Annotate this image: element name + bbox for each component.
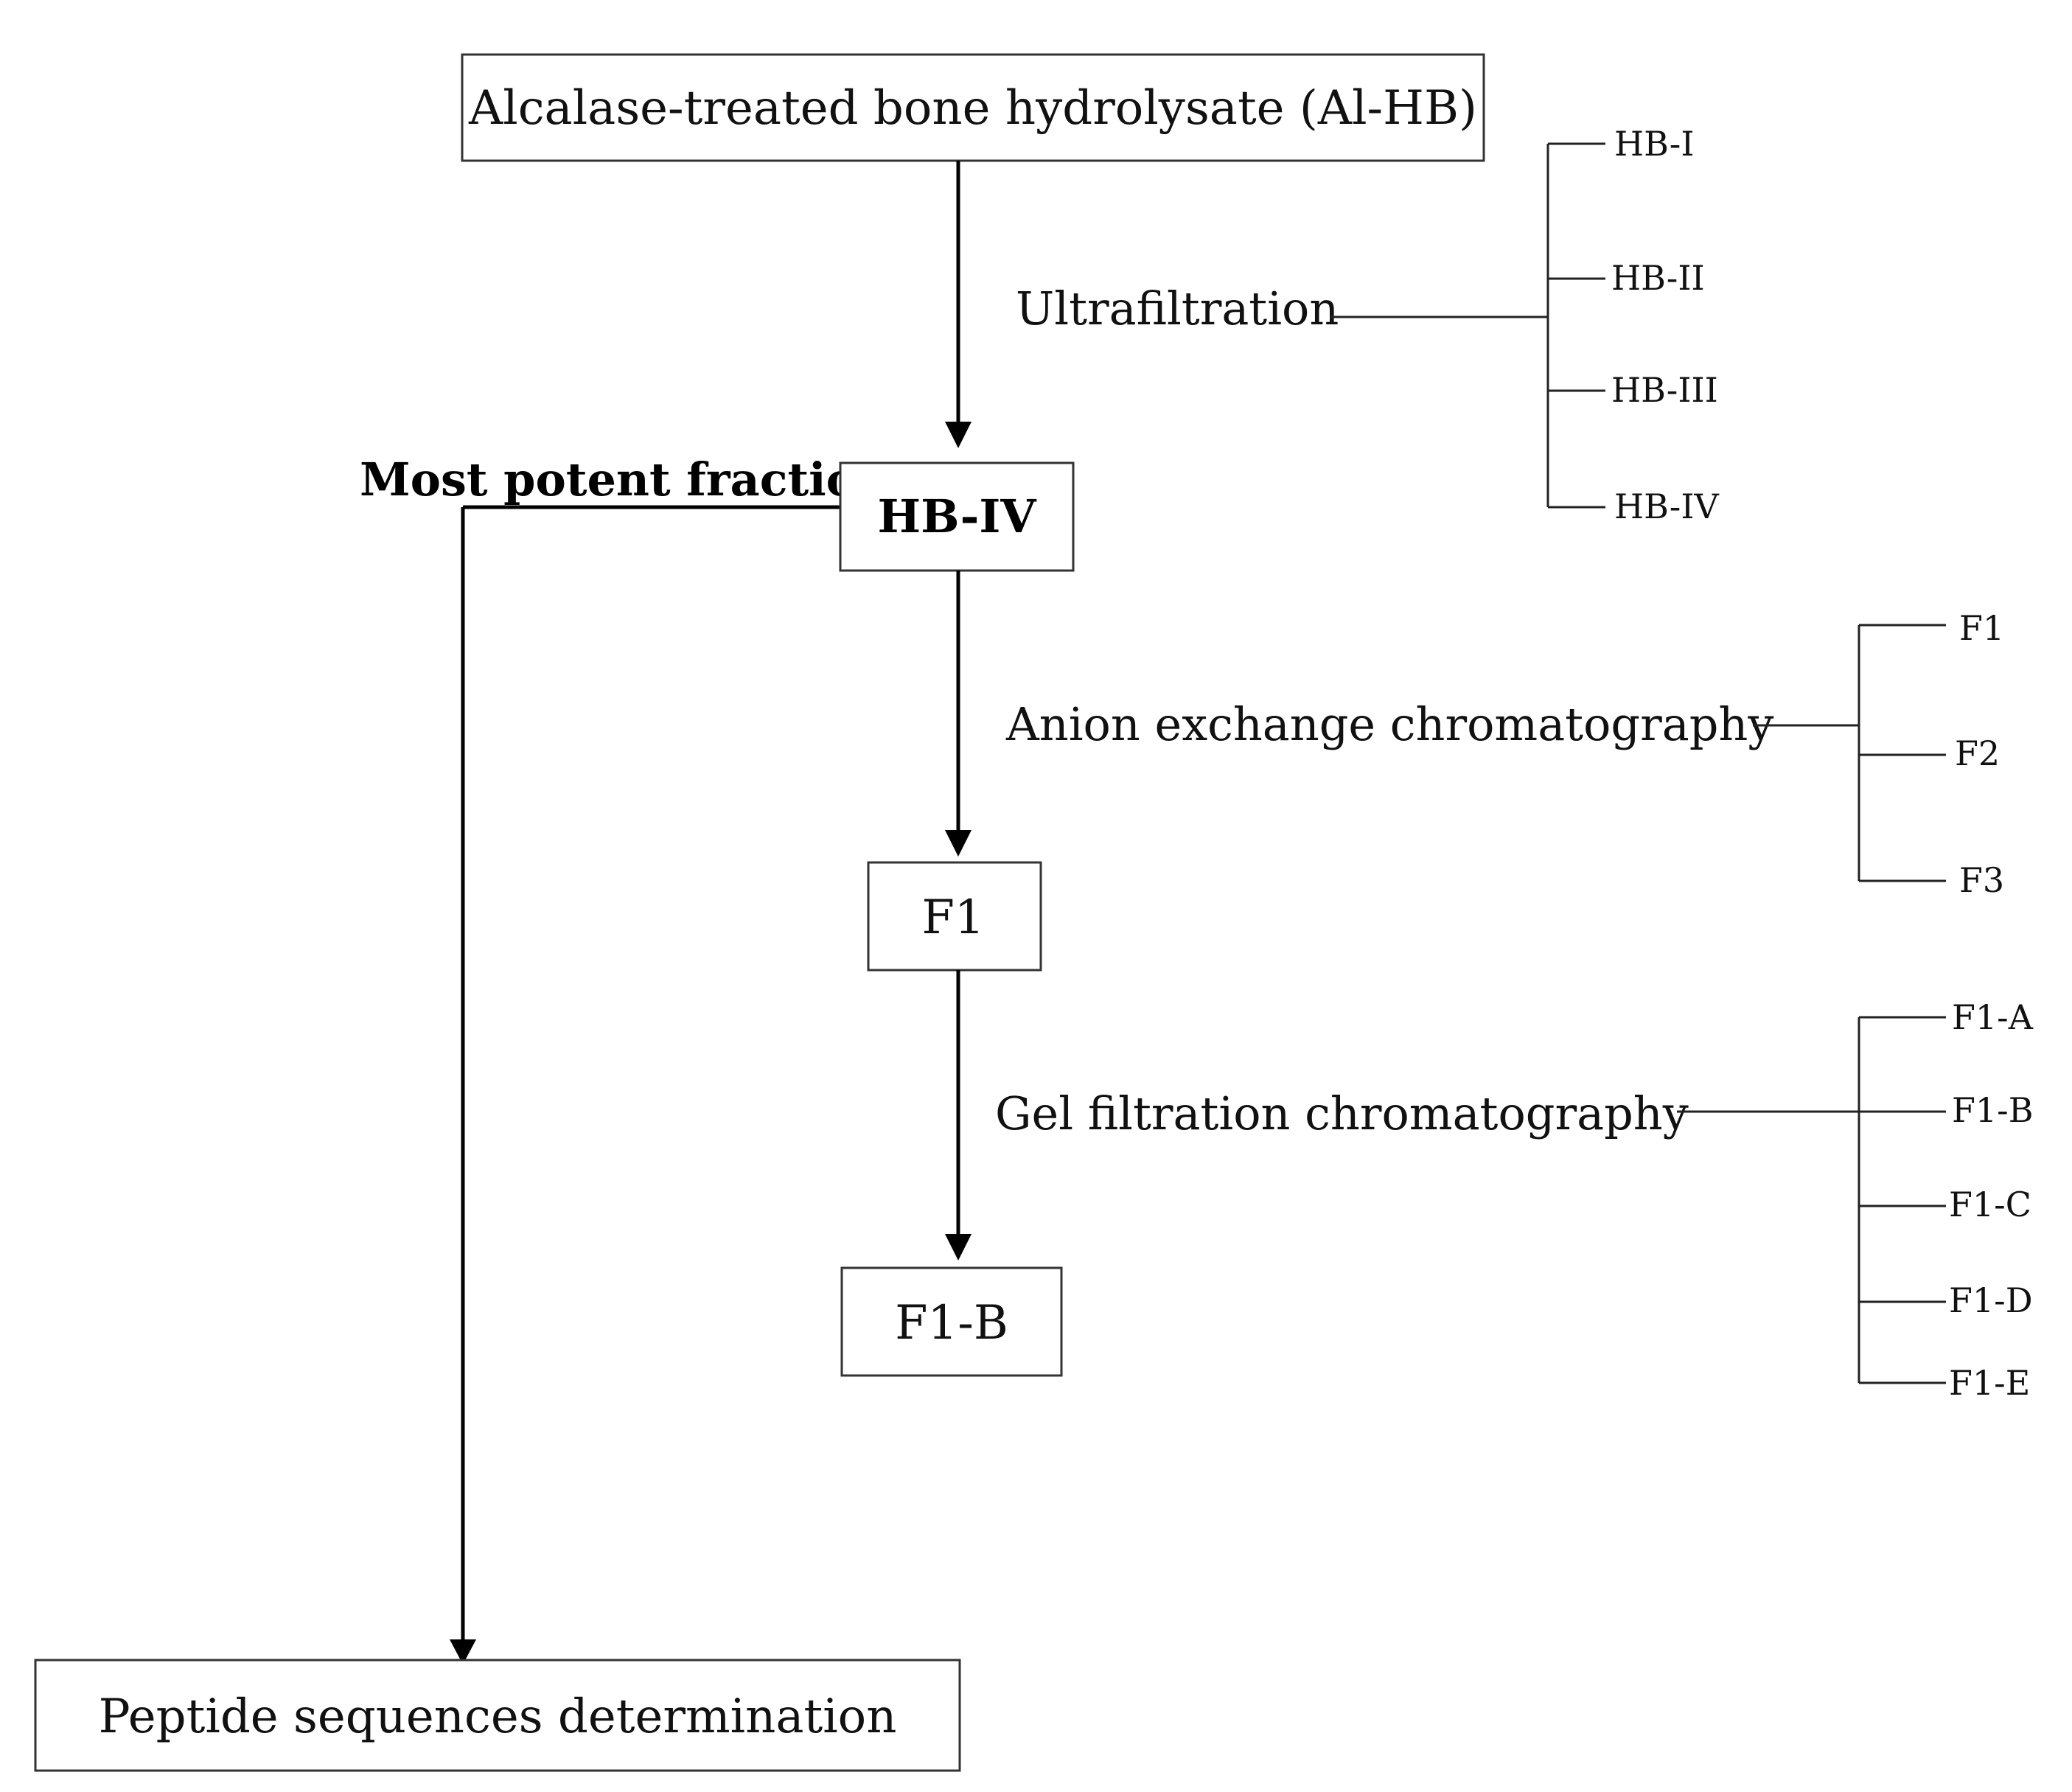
fraction-f3: F3 <box>1959 860 2004 900</box>
fraction-f1-d: F1-D <box>1949 1280 2033 1320</box>
fraction-f1: F1 <box>1959 608 2004 648</box>
box-f1: F1 <box>867 861 1042 972</box>
fraction-f1-a: F1-A <box>1952 997 2034 1037</box>
box-end-label: Peptide sequences determination <box>99 1690 897 1744</box>
step-ultrafiltration-label: Ultrafiltration <box>1016 282 1339 335</box>
fraction-f1-b: F1-B <box>1952 1090 2034 1130</box>
fraction-hb-i: HB-I <box>1614 124 1695 164</box>
box-hb-iv: HB-IV <box>839 461 1075 572</box>
fraction-f1-c: F1-C <box>1949 1185 2031 1224</box>
most-potent-label: Most potent fraction <box>360 453 890 506</box>
box-start-label: Alcalase-treated bone hydrolysate (Al-HB… <box>468 81 1477 136</box>
box-end: Peptide sequences determination <box>34 1659 961 1772</box>
gel-bracket <box>1677 1016 1946 1384</box>
box-start: Alcalase-treated bone hydrolysate (Al-HB… <box>461 53 1485 162</box>
ultrafiltration-bracket <box>1330 142 1605 509</box>
arrow-hbiv-to-f1 <box>945 571 972 857</box>
box-f1-b-label: F1-B <box>895 1296 1008 1350</box>
fraction-f1-e: F1-E <box>1949 1363 2030 1403</box>
fraction-f2: F2 <box>1955 733 2000 773</box>
anion-bracket <box>1753 624 1946 882</box>
fraction-hb-ii: HB-II <box>1611 258 1705 298</box>
step-gel-label: Gel filtration chromatography <box>995 1087 1689 1140</box>
box-f1-b: F1-B <box>840 1266 1063 1377</box>
fraction-hb-iv: HB-IV <box>1614 487 1719 526</box>
box-f1-label: F1 <box>921 890 984 945</box>
arrow-start-to-hbiv <box>945 161 972 448</box>
box-hb-iv-label: HB-IV <box>878 489 1037 543</box>
arrow-f1-to-f1b <box>945 970 972 1261</box>
step-anion-label: Anion exchange chromatography <box>1005 697 1773 751</box>
arrow-hbiv-to-end <box>450 505 840 1664</box>
fraction-hb-iii: HB-III <box>1611 370 1718 410</box>
